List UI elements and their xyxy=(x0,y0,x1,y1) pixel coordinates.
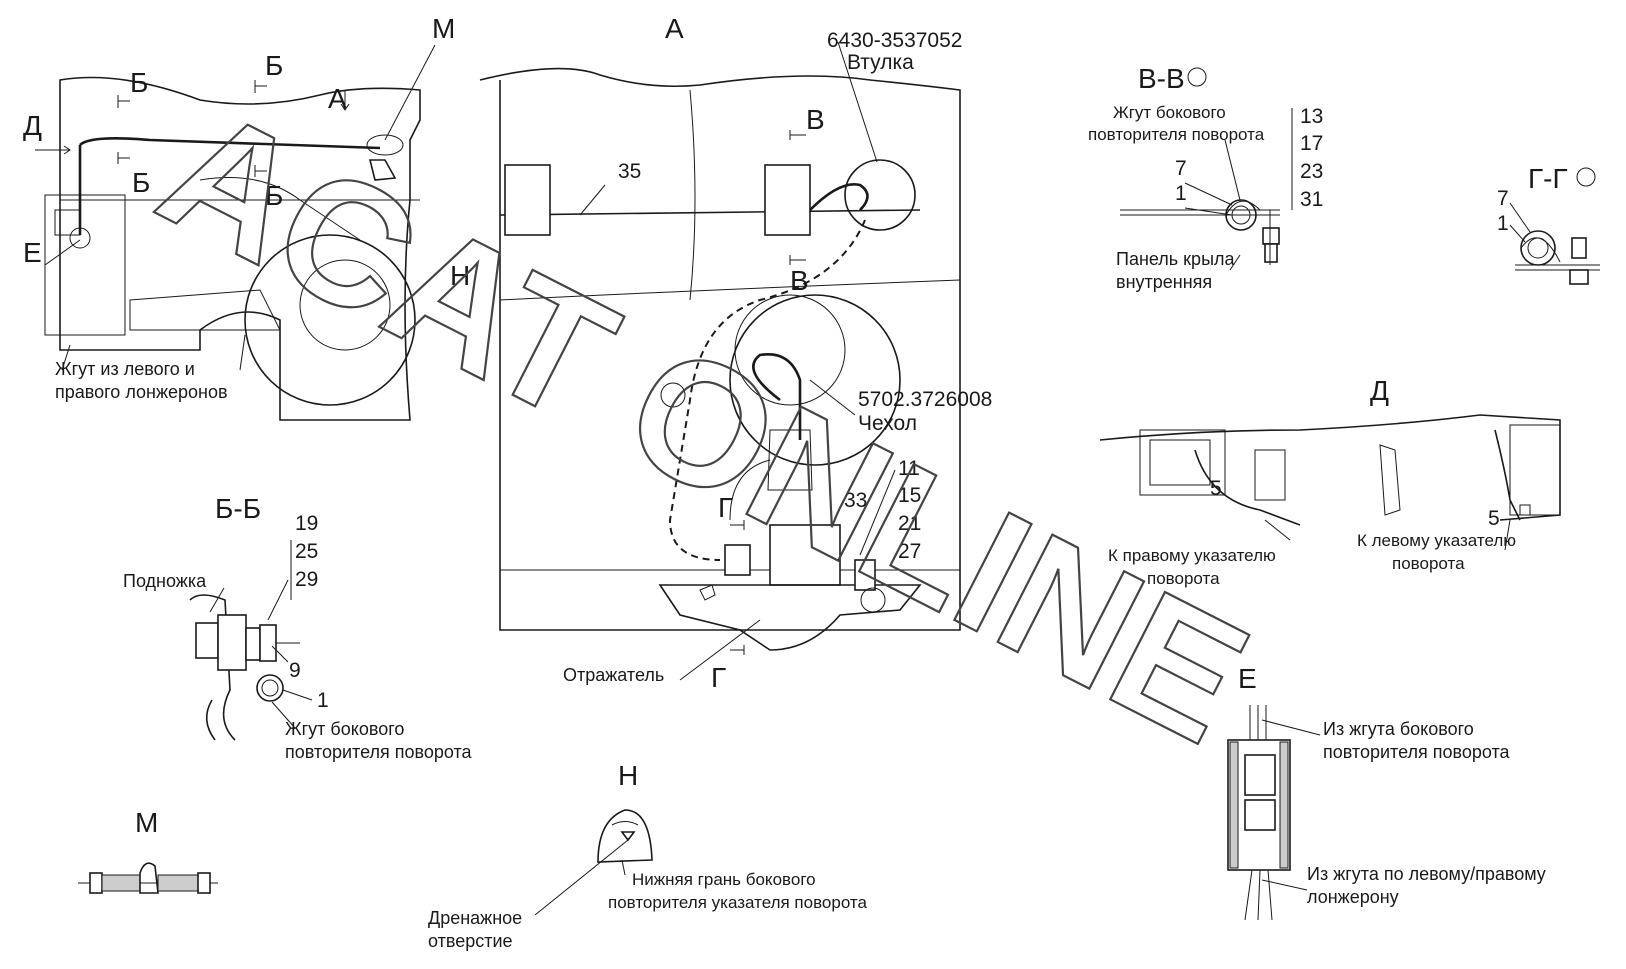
view-e-drawing xyxy=(1227,705,1321,921)
view-d-position-5b: 5 xyxy=(1488,507,1500,530)
vv-position-31: 31 xyxy=(1300,188,1323,211)
n-edge-line1: Нижняя грань бокового xyxy=(632,870,816,889)
bb-position-29: 29 xyxy=(295,568,318,591)
bb-position-25: 25 xyxy=(295,540,318,563)
gg-position-1: 1 xyxy=(1497,212,1509,235)
bb-harness-line2: повторителя поворота xyxy=(285,742,473,762)
bb-position-1: 1 xyxy=(317,689,329,712)
to-left-indicator-line2: поворота xyxy=(1392,554,1465,573)
e-from-line2: повторителя поворота xyxy=(1323,742,1511,762)
view-a-drawing xyxy=(479,41,961,681)
view-m-title: М xyxy=(135,807,158,838)
vv-position-7: 7 xyxy=(1175,157,1187,180)
overview-view xyxy=(35,44,436,421)
cover-part-number: 5702.3726008 xyxy=(858,388,992,411)
vv-position-13: 13 xyxy=(1300,105,1323,128)
section-v-marker-bottom: В xyxy=(790,265,809,296)
to-right-indicator-line2: поворота xyxy=(1147,569,1220,588)
gg-position-7: 7 xyxy=(1497,187,1509,210)
e-from-line1: Из жгута бокового xyxy=(1323,719,1474,739)
section-g-marker-bottom: Г xyxy=(711,662,726,693)
bb-position-9: 9 xyxy=(289,659,301,682)
position-15: 15 xyxy=(898,484,921,507)
drain-hole-line2: отверстие xyxy=(428,931,513,951)
view-d-marker: Д xyxy=(23,110,42,141)
section-vv-title: В-В xyxy=(1138,63,1185,94)
view-a-title: А xyxy=(665,13,684,44)
vv-position-1: 1 xyxy=(1175,182,1187,205)
to-left-indicator-line1: К левому указателю xyxy=(1357,531,1516,550)
section-b-marker-2: Б xyxy=(265,50,283,81)
section-bb-drawing xyxy=(189,540,313,741)
drain-hole-line1: Дренажное xyxy=(428,908,522,928)
harness-label-line2: правого лонжеронов xyxy=(55,382,228,402)
cover-name: Чехол xyxy=(858,412,917,435)
section-b-marker-1: Б xyxy=(130,67,148,98)
reflector-label: Отражатель xyxy=(563,665,664,685)
e-to-line1: Из жгута по левому/правому xyxy=(1307,864,1546,884)
bb-step-label: Подножка xyxy=(123,571,207,591)
vv-position-23: 23 xyxy=(1300,160,1323,183)
vv-harness-line1: Жгут бокового xyxy=(1113,103,1226,122)
view-m-drawing xyxy=(78,862,218,894)
vv-panel-line1: Панель крыла xyxy=(1116,249,1236,269)
section-g-marker-top: Г xyxy=(718,492,733,523)
view-d-position-5a: 5 xyxy=(1210,477,1222,500)
view-n-title: Н xyxy=(618,760,638,791)
vv-harness-line2: повторителя поворота xyxy=(1088,125,1265,144)
section-b-marker-4: Б xyxy=(265,180,283,211)
view-m-marker: М xyxy=(432,13,455,44)
section-gg-title: Г-Г xyxy=(1528,163,1568,194)
to-right-indicator-line1: К правому указателю xyxy=(1108,546,1276,565)
view-e-marker: Е xyxy=(23,237,42,268)
vv-position-17: 17 xyxy=(1300,132,1323,155)
section-b-marker-3: Б xyxy=(132,167,150,198)
view-d-drawing xyxy=(1099,414,1561,551)
watermark: ACAT ONLINE xyxy=(133,70,1275,781)
bb-position-19: 19 xyxy=(295,512,318,535)
position-35: 35 xyxy=(618,160,641,183)
position-11: 11 xyxy=(898,457,920,480)
view-d-title: Д xyxy=(1370,375,1389,406)
section-v-marker-top: В xyxy=(806,104,825,135)
bushing-name: Втулка xyxy=(847,51,914,74)
section-gg-drawing xyxy=(1509,167,1600,285)
e-to-line2: лонжерону xyxy=(1307,887,1399,907)
section-vv-drawing xyxy=(1120,67,1293,271)
position-27: 27 xyxy=(898,540,921,563)
vv-panel-line2: внутренняя xyxy=(1116,272,1212,292)
n-edge-line2: повторителя указателя поворота xyxy=(608,893,868,912)
bushing-part-number: 6430-3537052 xyxy=(827,29,962,52)
view-n-marker: Н xyxy=(450,260,470,291)
position-21: 21 xyxy=(898,512,921,535)
section-bb-title: Б-Б xyxy=(215,493,261,524)
bb-harness-line1: Жгут бокового xyxy=(285,719,404,739)
view-n-drawing xyxy=(534,809,653,916)
view-a-arrow-label: А xyxy=(328,83,347,114)
view-e-title: Е xyxy=(1238,663,1257,694)
harness-label-line1: Жгут из левого и xyxy=(55,359,195,379)
position-33: 33 xyxy=(844,489,867,512)
